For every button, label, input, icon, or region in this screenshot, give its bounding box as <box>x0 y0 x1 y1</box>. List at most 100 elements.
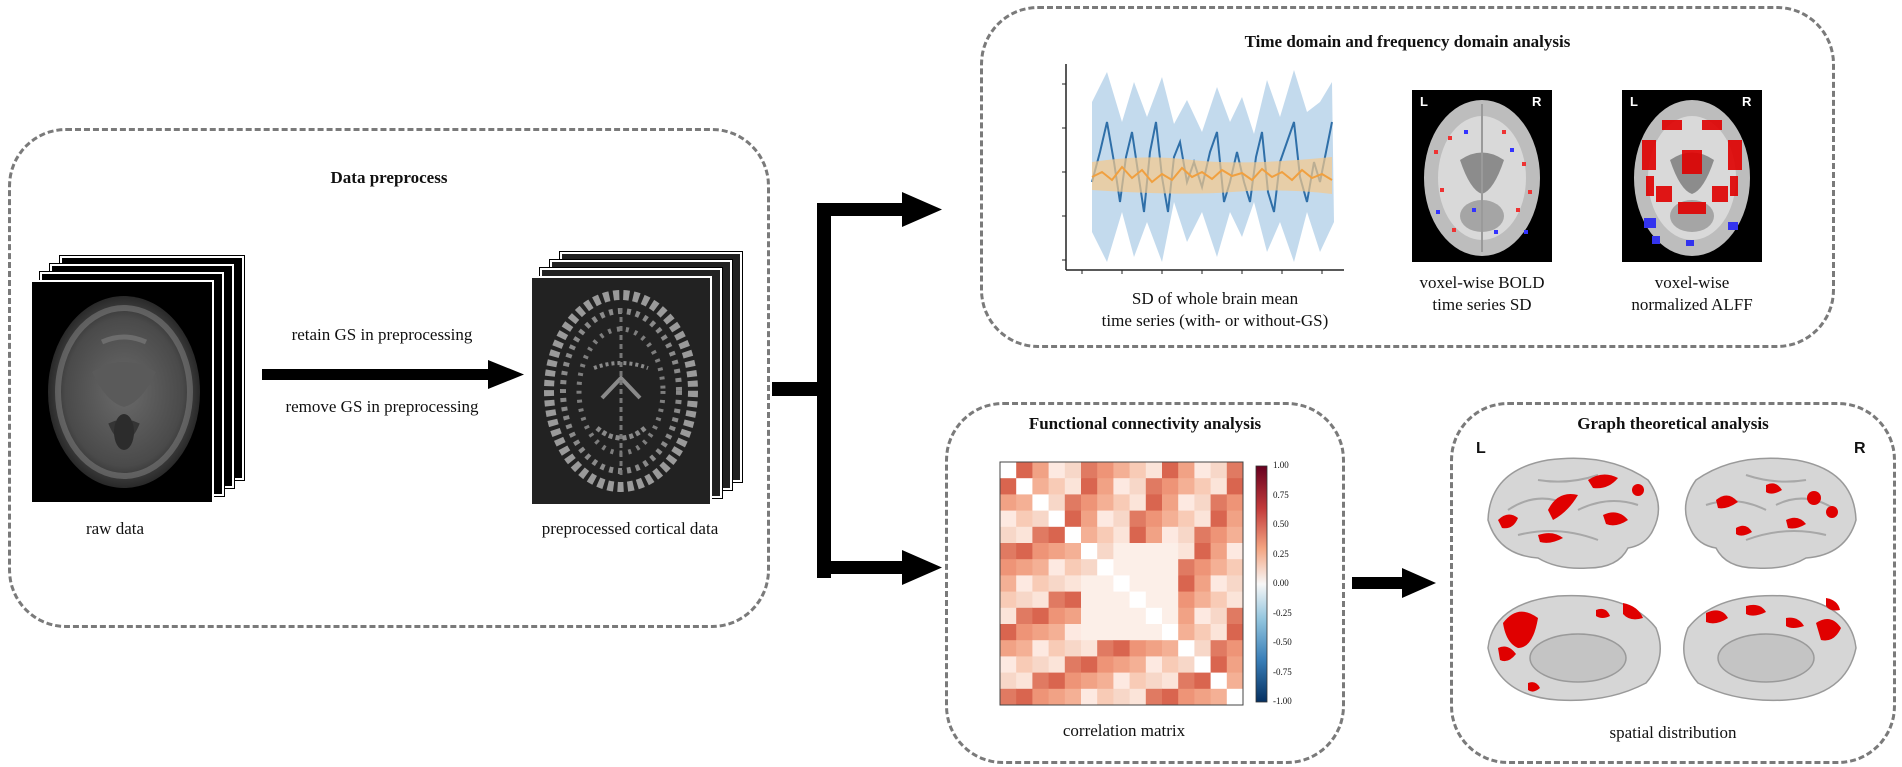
heatmap-cell <box>1032 624 1050 641</box>
heatmap-cell <box>1145 510 1163 528</box>
heatmap-cell <box>1048 478 1066 495</box>
data-preprocess-title: Data preprocess <box>330 168 448 187</box>
preprocessed-data-caption: preprocessed cortical data <box>541 519 719 538</box>
heatmap-cell <box>1000 543 1017 560</box>
heatmap-cell <box>1032 543 1050 560</box>
heatmap-cell <box>1081 624 1098 641</box>
heatmap-cell <box>1145 624 1163 641</box>
heatmap-cell <box>1129 478 1147 495</box>
sd-caption-line2: time series (with- or without-GS) <box>1101 311 1329 330</box>
heatmap-cell <box>1032 494 1050 512</box>
raw-brain-image <box>30 280 214 504</box>
preprocess-arrow <box>262 360 524 389</box>
heatmap-cell <box>1097 656 1114 674</box>
heatmap-cell <box>1032 640 1050 657</box>
heatmap-cell <box>1226 494 1244 512</box>
heatmap-cell <box>1178 591 1195 609</box>
heatmap-cell <box>1178 656 1195 674</box>
fc-to-graph-arrow <box>1352 568 1436 598</box>
heatmap-cell <box>1162 478 1179 495</box>
heatmap-cell <box>1178 494 1195 512</box>
colorbar-tick-label: 0.75 <box>1273 489 1289 500</box>
orange-series-line <box>1091 165 1333 184</box>
heatmap-cell <box>1000 575 1017 593</box>
heatmap-cell <box>1178 575 1195 593</box>
heatmap-cell <box>1016 575 1033 593</box>
alff-right-marker: R <box>1742 94 1752 109</box>
heatmap-cell <box>1000 510 1017 528</box>
heatmap-cell <box>1064 688 1082 706</box>
heatmap-cell <box>1064 640 1082 657</box>
graph-theoretical-title: Graph theoretical analysis <box>1577 414 1769 433</box>
colorbar-tick-label: 1.00 <box>1273 460 1289 470</box>
heatmap-cell <box>1016 640 1033 657</box>
raw-data-stack <box>30 255 245 504</box>
colorbar <box>1255 465 1268 703</box>
heatmap-cell <box>1016 462 1033 479</box>
heatmap-cell <box>1145 672 1163 690</box>
heatmap-cell <box>1081 462 1098 479</box>
heatmap-cell <box>1210 543 1228 560</box>
heatmap-cell <box>1016 656 1033 674</box>
heatmap-cell <box>1000 624 1017 641</box>
heatmap-cell <box>1097 624 1114 641</box>
heatmap-cell <box>1178 543 1195 560</box>
heatmap-cell <box>1064 526 1082 544</box>
heatmap-cell <box>1048 526 1066 544</box>
heatmap-cell <box>1000 559 1017 576</box>
heatmap-cell <box>1048 575 1066 593</box>
heatmap-cell <box>1210 591 1228 609</box>
heatmap-cell <box>1194 656 1212 674</box>
heatmap-cell <box>1145 559 1163 576</box>
heatmap-cell <box>1016 607 1033 625</box>
blue-series-line <box>1091 121 1333 213</box>
remove-gs-label: remove GS in preprocessing <box>285 397 479 416</box>
correlation-matrix-caption: correlation matrix <box>1062 721 1186 740</box>
heatmap-cell <box>1194 462 1212 479</box>
orange-confidence-band <box>1092 157 1332 194</box>
heatmap-cell <box>1113 559 1131 576</box>
alff-left-marker: L <box>1630 94 1638 109</box>
heatmap-cell <box>1210 510 1228 528</box>
colorbar-tick-label: -1.00 <box>1273 696 1292 706</box>
brain-lateral-left <box>1487 457 1660 570</box>
heatmap-cell <box>1194 591 1212 609</box>
raw-data-caption: raw data <box>85 519 145 538</box>
heatmap-cell <box>1162 624 1179 641</box>
heatmap-cell <box>1113 640 1131 657</box>
heatmap-cell <box>1048 494 1066 512</box>
heatmap-cell <box>1016 688 1033 706</box>
heatmap-cell <box>1226 478 1244 495</box>
heatmap-cell <box>1226 624 1244 641</box>
heatmap-cell <box>1178 526 1195 544</box>
heatmap-cell <box>1145 478 1163 495</box>
heatmap-cell <box>1210 688 1228 706</box>
heatmap-cell <box>1064 559 1082 576</box>
time-frequency-panel <box>980 6 1835 348</box>
bold-caption-line2: time series SD <box>1432 295 1532 314</box>
heatmap-cell <box>1097 591 1114 609</box>
functional-connectivity-title: Functional connectivity analysis <box>1028 414 1262 433</box>
heatmap-cell <box>1081 526 1098 544</box>
heatmap-cell <box>1178 510 1195 528</box>
heatmap-cell <box>1210 462 1228 479</box>
heatmap-cell <box>1048 510 1066 528</box>
graph-left-marker: L <box>1476 440 1486 457</box>
heatmap-cell <box>1226 607 1244 625</box>
heatmap-cell <box>1064 494 1082 512</box>
heatmap-cell <box>1000 656 1017 674</box>
heatmap-cell <box>1178 688 1195 706</box>
heatmap-cell <box>1178 607 1195 625</box>
heatmap-cell <box>1048 656 1066 674</box>
heatmap-cell <box>1178 462 1195 479</box>
heatmap-cell <box>1064 591 1082 609</box>
heatmap-cell <box>1113 494 1131 512</box>
heatmap-cell <box>1194 494 1212 512</box>
heatmap-cell <box>1210 656 1228 674</box>
heatmap-cell <box>1032 688 1050 706</box>
heatmap-cell <box>1145 526 1163 544</box>
heatmap-border <box>999 461 1244 706</box>
heatmap-cell <box>1210 640 1228 657</box>
sd-caption: SD of whole brain mean time series (with… <box>1070 288 1360 332</box>
